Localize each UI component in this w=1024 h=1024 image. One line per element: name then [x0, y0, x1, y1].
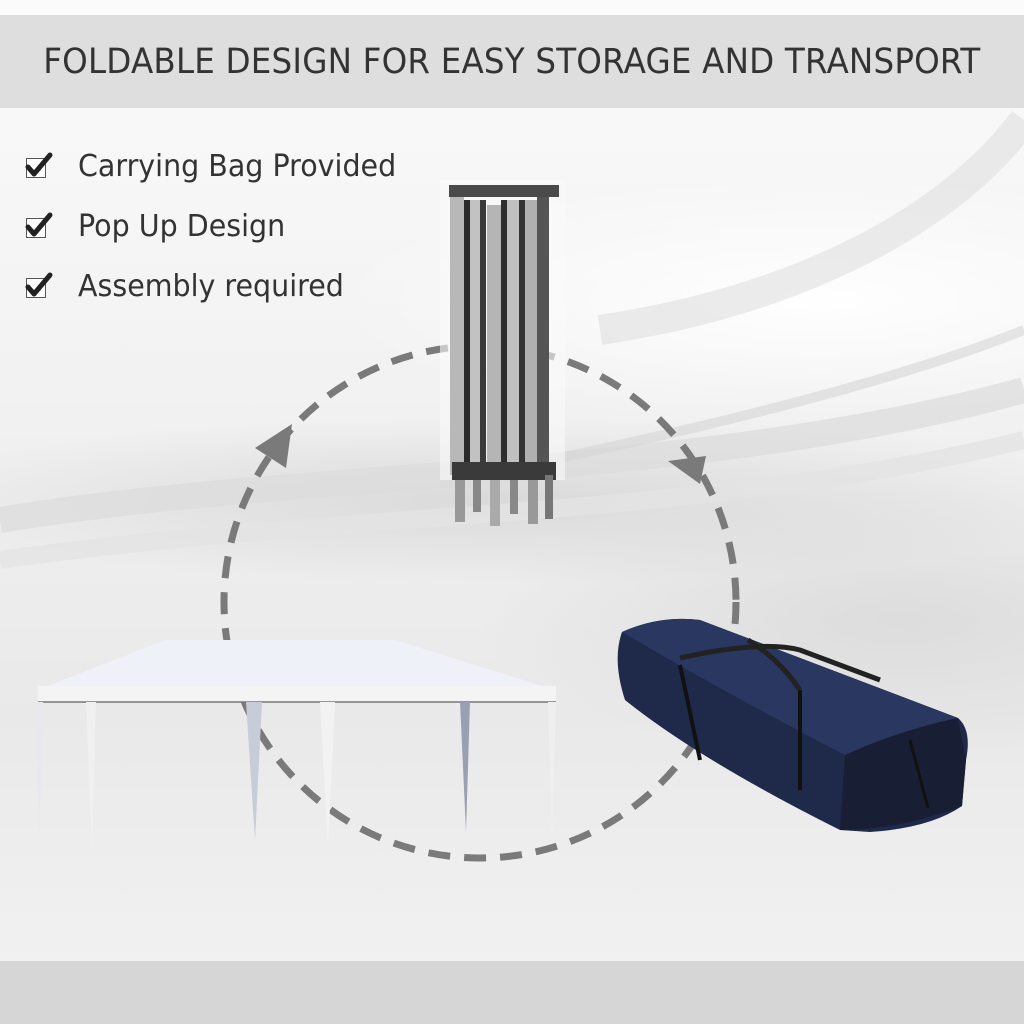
feature-label: Carrying Bag Provided [78, 148, 397, 184]
page-title: FOLDABLE DESIGN FOR EASY STORAGE AND TRA… [43, 41, 981, 82]
feature-item: Assembly required [24, 256, 413, 316]
checkbox-checked-icon [24, 272, 53, 300]
carrying-bag-image [617, 618, 968, 832]
canopy-tent-image [36, 640, 556, 850]
folded-frame-image [440, 180, 565, 526]
feature-label: Pop Up Design [78, 208, 286, 244]
feature-list: Carrying Bag Provided Pop Up Design Asse… [24, 136, 413, 316]
arrow-head-left-icon [255, 424, 292, 468]
feature-item: Pop Up Design [24, 196, 413, 256]
checkbox-checked-icon [24, 212, 53, 240]
footer-band [0, 961, 1024, 1024]
header-banner: FOLDABLE DESIGN FOR EASY STORAGE AND TRA… [0, 15, 1024, 108]
feature-label: Assembly required [78, 268, 344, 304]
feature-item: Carrying Bag Provided [24, 136, 413, 196]
checkbox-checked-icon [24, 152, 53, 180]
arrow-head-right-icon [668, 456, 706, 484]
